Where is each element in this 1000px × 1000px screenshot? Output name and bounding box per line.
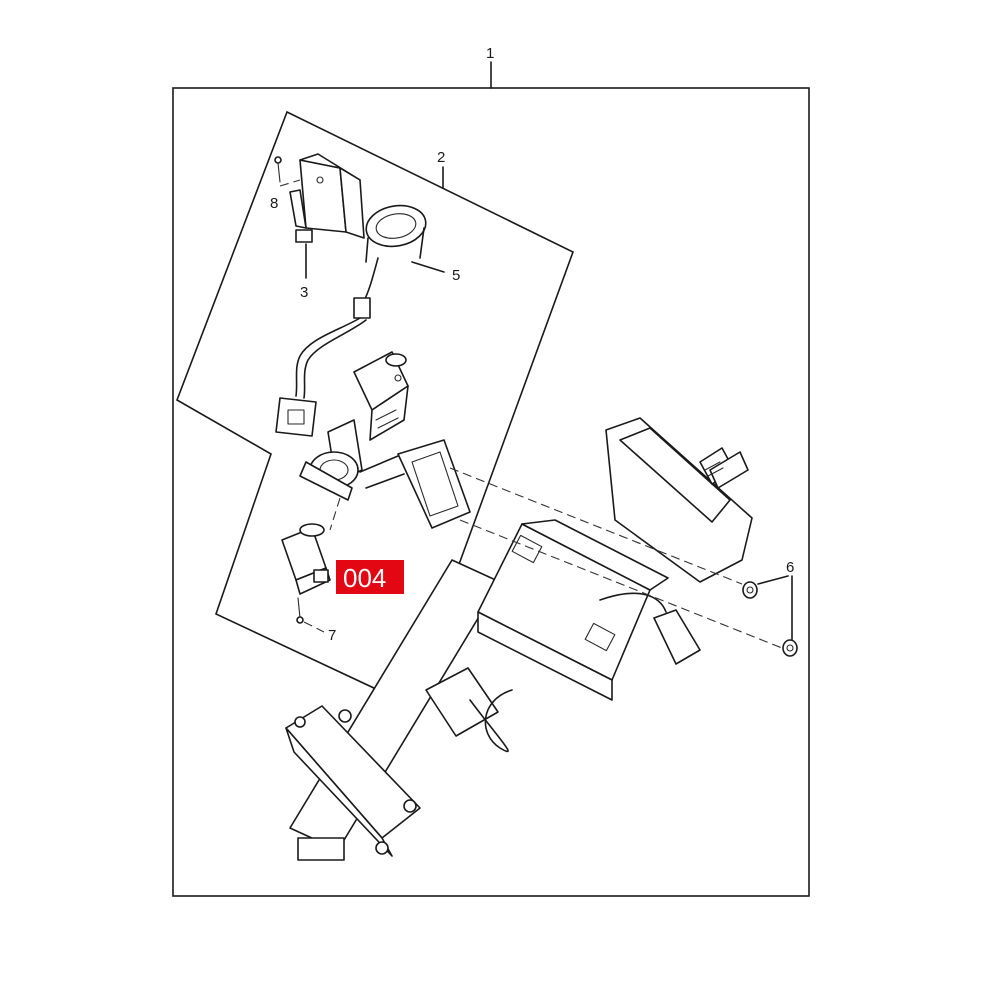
callout-5: 5 [452, 267, 460, 284]
callout-3: 3 [300, 284, 308, 301]
callout-5-leader [411, 261, 445, 273]
steering-column [285, 417, 753, 861]
callout-2: 2 [437, 149, 445, 166]
part-8-screw [274, 156, 282, 183]
subassembly-2-outline [176, 110, 574, 706]
assembly-line-upper [449, 467, 743, 585]
part-5-antenna-ring [353, 204, 427, 319]
callout-8: 8 [270, 195, 278, 212]
assembly-line-lower [459, 519, 783, 649]
callout-7-leader [303, 621, 325, 633]
callout-7: 7 [328, 627, 336, 644]
callout-8-leader [279, 179, 301, 187]
part-3-module [289, 153, 365, 243]
callout-6: 6 [786, 559, 794, 576]
wiring-harness [275, 317, 367, 437]
callout-1: 1 [486, 45, 494, 62]
part-6-bolts [742, 581, 798, 657]
assembly-line-vertical [329, 497, 341, 531]
part-7-screw [296, 597, 304, 624]
part-004-badge-text: 004 [343, 563, 386, 593]
part-004-badge [336, 560, 404, 594]
lock-housing-bracket [359, 439, 471, 529]
part-004-switch [281, 523, 331, 595]
ignition-lock-cylinder [299, 351, 409, 501]
callout-6-leader-a [757, 575, 789, 585]
